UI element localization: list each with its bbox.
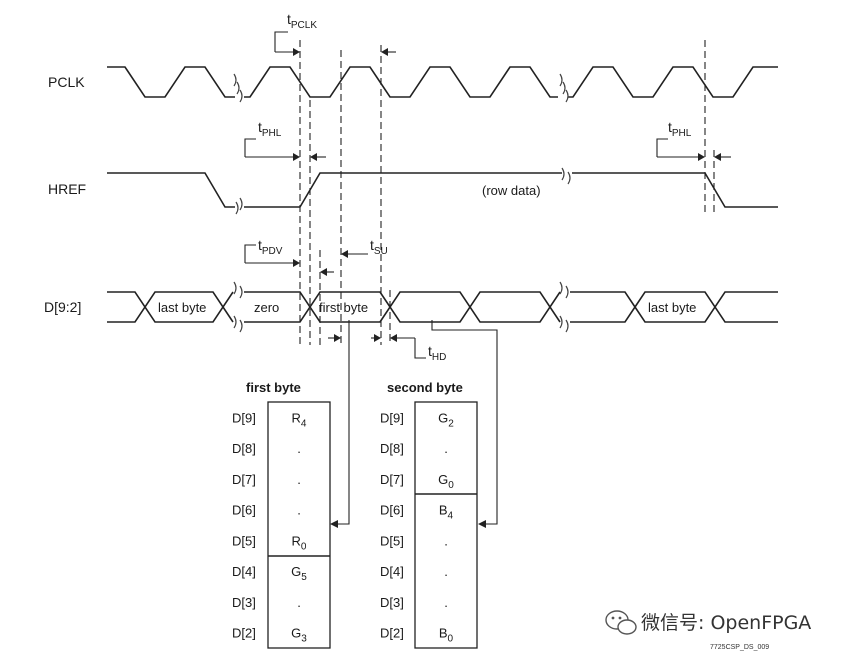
svg-text:tHD: tHD xyxy=(428,343,446,363)
second-byte-bit-label: D[2] xyxy=(380,626,404,641)
t-hd-annotation: tHD xyxy=(371,334,446,363)
second-byte-bit-label: D[5] xyxy=(380,533,404,548)
second-byte-bit-value: G0 xyxy=(438,472,454,491)
href-waveform xyxy=(107,167,778,215)
t-pclk-annotation: tPCLK xyxy=(274,11,396,56)
first-byte-bit-value: . xyxy=(297,595,301,610)
svg-text:tSU: tSU xyxy=(370,237,388,257)
t-phl-annotation-1: tPHL xyxy=(244,119,326,161)
data-bus-label: D[9:2] xyxy=(44,299,81,315)
first-byte-cell: first byte xyxy=(319,300,368,315)
second-byte-bit-value: B0 xyxy=(439,626,454,645)
figure-id: 7725CSP_DS_009 xyxy=(710,644,769,651)
first-byte-bit-label: D[3] xyxy=(232,595,256,610)
second-byte-table: second byte D[9] G2D[8]. D[7] G0D[6] B4D[5].… xyxy=(380,380,478,649)
wechat-icon xyxy=(605,610,637,635)
first-byte-bit-label: D[8] xyxy=(232,441,256,456)
pclk-waveform xyxy=(107,66,778,103)
svg-text:tPHL: tPHL xyxy=(668,119,692,139)
first-byte-bit-value: G5 xyxy=(291,564,307,583)
first-byte-bit-label: D[4] xyxy=(232,564,256,579)
first-byte-connector xyxy=(330,320,350,528)
second-byte-bit-label: D[9] xyxy=(380,410,404,425)
second-byte-bit-value: B4 xyxy=(439,503,454,522)
data-bus-waveform xyxy=(107,281,778,333)
first-byte-bit-label: D[2] xyxy=(232,626,256,641)
first-byte-bit-label: D[7] xyxy=(232,472,256,487)
first-byte-title: first byte xyxy=(246,380,301,395)
second-byte-bit-label: D[8] xyxy=(380,441,404,456)
pclk-label: PCLK xyxy=(48,74,85,90)
first-byte-bit-label: D[6] xyxy=(232,503,256,518)
t-pdv-annotation: tPDV xyxy=(244,237,334,276)
second-byte-title: second byte xyxy=(387,380,463,395)
svg-text:tPCLK: tPCLK xyxy=(287,11,317,31)
svg-text:tPDV: tPDV xyxy=(258,237,283,257)
second-byte-bit-label: D[4] xyxy=(380,564,404,579)
last-byte-cell-1: last byte xyxy=(158,300,206,315)
href-label: HREF xyxy=(48,181,86,197)
second-byte-bit-value: . xyxy=(444,595,448,610)
first-byte-bit-value: R4 xyxy=(292,410,307,429)
second-byte-bit-label: D[6] xyxy=(380,503,404,518)
t-su-annotation: tSU xyxy=(328,237,388,342)
second-byte-bit-label: D[7] xyxy=(380,472,404,487)
second-byte-connector xyxy=(431,320,498,528)
t-phl-annotation-2: tPHL xyxy=(656,119,731,161)
first-byte-bit-value: R0 xyxy=(292,533,307,552)
second-byte-bit-value: . xyxy=(444,533,448,548)
zero-cell: zero xyxy=(254,300,279,315)
second-byte-bit-value: G2 xyxy=(438,410,454,429)
timing-guides xyxy=(299,40,715,345)
first-byte-bit-value: . xyxy=(297,472,301,487)
first-byte-table: first byte D[9] R4D[8]. D[7]. D[6]. D[5] R0D[… xyxy=(232,380,331,649)
watermark-text: 微信号: OpenFPGA xyxy=(641,612,811,634)
first-byte-bit-label: D[9] xyxy=(232,410,256,425)
last-byte-cell-2: last byte xyxy=(648,300,696,315)
first-byte-bit-value: . xyxy=(297,441,301,456)
first-byte-bit-value: . xyxy=(297,503,301,518)
svg-text:tPHL: tPHL xyxy=(258,119,282,139)
first-byte-bit-label: D[5] xyxy=(232,533,256,548)
second-byte-bit-value: . xyxy=(444,441,448,456)
row-data-label: (row data) xyxy=(482,183,541,198)
second-byte-bit-label: D[3] xyxy=(380,595,404,610)
first-byte-bit-value: G3 xyxy=(291,626,307,645)
second-byte-bit-value: . xyxy=(444,564,448,579)
